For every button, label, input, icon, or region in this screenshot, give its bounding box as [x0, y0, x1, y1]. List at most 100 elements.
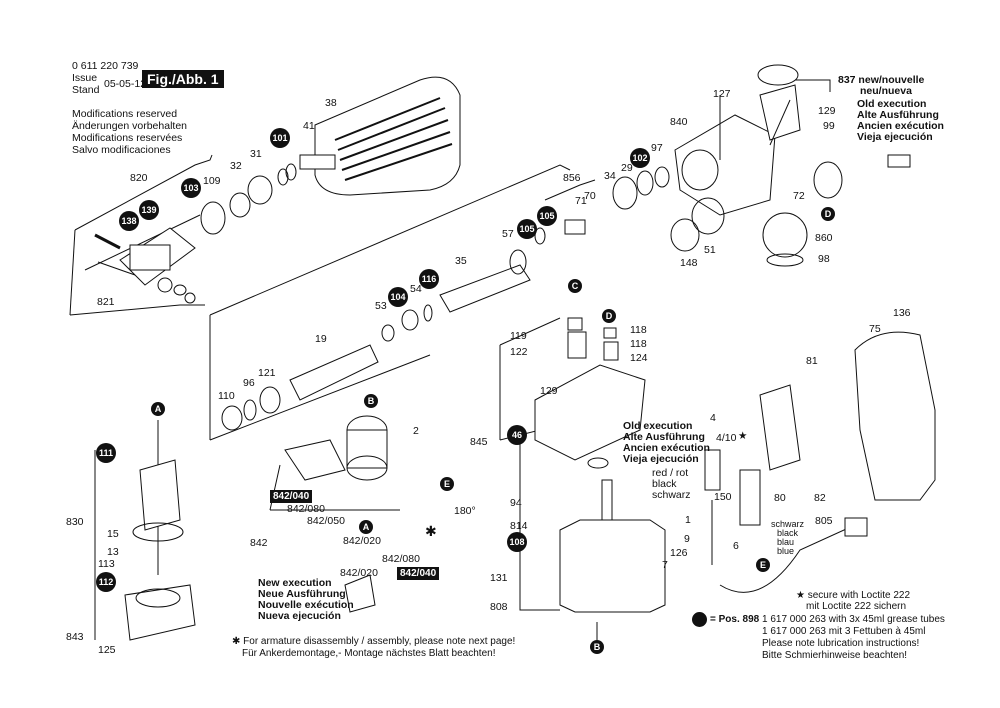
new-exec-de: Neue Ausführung [258, 588, 346, 600]
label-820: 820 [130, 172, 148, 184]
label-113: 113 [98, 558, 115, 570]
star-mark: ★ [738, 430, 748, 442]
label-98: 98 [818, 253, 830, 265]
letter-marker-b-stator: B [364, 394, 378, 408]
callout-103: 103 [181, 178, 201, 198]
letter-marker-b-bottom: B [590, 640, 604, 654]
old-exec-mid-es: Vieja ejecución [623, 453, 699, 465]
old-exec-es: Vieja ejecución [857, 131, 933, 143]
label-4: 4 [710, 412, 716, 424]
callout-101: 101 [270, 128, 290, 148]
label-109: 109 [203, 175, 221, 187]
label-80: 80 [774, 492, 786, 504]
grease-pos-label: = Pos. 898 [710, 614, 760, 625]
callout-108: 108 [507, 532, 527, 552]
label-94: 94 [510, 497, 522, 509]
label-127: 127 [713, 88, 731, 100]
boxed-842-040-right: 842/040 [397, 567, 440, 580]
label-53: 53 [375, 300, 387, 312]
wire-right-schwarz: schwarz [771, 519, 805, 529]
label-31: 31 [250, 148, 262, 160]
label-54: 54 [410, 283, 422, 295]
label-830: 830 [66, 516, 84, 528]
letter-marker-d-right: D [821, 207, 835, 221]
mod-line-de: Änderungen vorbehalten [72, 120, 188, 132]
label-9: 9 [684, 533, 690, 545]
label-118-b: 118 [630, 338, 647, 350]
label-118-a: 118 [630, 324, 647, 336]
label-51: 51 [704, 244, 716, 256]
wire-right-blau: blau [777, 537, 795, 547]
label-842-050: 842/050 [307, 515, 345, 527]
label-180-deg: 180° [454, 505, 476, 517]
armature-note-en: ✱ For armature disassembly / assembly, p… [232, 636, 516, 647]
armature-note-de: Für Ankerdemontage,- Montage nächstes Bl… [242, 648, 496, 659]
label-110: 110 [218, 390, 235, 402]
label-129-mid: 129 [540, 385, 558, 397]
label-1: 1 [685, 514, 691, 526]
wire-red: red / rot [652, 467, 689, 479]
label-6: 6 [733, 540, 739, 552]
label-72: 72 [793, 190, 805, 202]
label-148: 148 [680, 257, 698, 269]
label-57: 57 [502, 228, 514, 240]
asterisk-mark: ✱ [425, 523, 437, 539]
label-121: 121 [258, 367, 276, 379]
label-129-top: 129 [818, 105, 836, 117]
label-29: 29 [621, 162, 633, 174]
callout-46: 46 [507, 425, 527, 445]
label-70: 70 [584, 190, 596, 202]
label-99: 99 [823, 120, 835, 132]
label-82: 82 [814, 492, 826, 504]
new-version-line2: neu/nueva [860, 85, 912, 97]
new-exec-en: New execution [258, 577, 332, 589]
label-842: 842 [250, 537, 268, 549]
label-131: 131 [490, 572, 508, 584]
label-19: 19 [315, 333, 327, 345]
label-840: 840 [670, 116, 688, 128]
label-38: 38 [325, 97, 337, 109]
label-96: 96 [243, 377, 255, 389]
label-97: 97 [651, 142, 663, 154]
letter-marker-a-top: A [151, 402, 165, 416]
label-75: 75 [869, 323, 881, 335]
figure-label: Fig./Abb. 1 [142, 70, 224, 88]
letter-marker-c: C [568, 279, 582, 293]
label-842-080: 842/080 [287, 503, 325, 515]
loctite-note-en: ★ secure with Loctite 222 [796, 590, 911, 601]
loctite-note-de: mit Loctite 222 sichern [806, 601, 907, 612]
label-119: 119 [510, 330, 527, 342]
old-exec-de: Alte Ausführung [857, 109, 939, 121]
callout-112: 112 [96, 572, 116, 592]
letter-marker-e: E [440, 477, 454, 491]
old-exec-en: Old execution [857, 98, 927, 110]
label-126: 126 [670, 547, 688, 559]
issue-date: 05-05-12 [104, 78, 147, 90]
label-842-080-b: 842/080 [382, 553, 420, 565]
mod-line-fr: Modifications reservées [72, 132, 183, 144]
label-856: 856 [563, 172, 581, 184]
modifications-note: Modifications reserved Änderungen vorbeh… [72, 108, 187, 156]
callout-139: 139 [139, 200, 159, 220]
callout-104: 104 [388, 287, 408, 307]
wire-black: black [652, 478, 677, 490]
label-32: 32 [230, 160, 242, 172]
callout-138: 138 [119, 211, 139, 231]
callout-102: 102 [630, 148, 650, 168]
label-124: 124 [630, 352, 648, 364]
label-805: 805 [815, 515, 833, 527]
grease-line-3: Please note lubrication instructions! [762, 638, 920, 649]
label-122: 122 [510, 346, 528, 358]
callout-116: 116 [419, 269, 439, 289]
label-860: 860 [815, 232, 833, 244]
label-15: 15 [107, 528, 119, 540]
wire-schwarz: schwarz [652, 489, 691, 501]
mod-line-en: Modifications reserved [72, 108, 178, 120]
grease-line-2: 1 617 000 263 mit 3 Fettuben à 45ml [762, 626, 926, 637]
label-125: 125 [98, 644, 116, 656]
boxed-842-040-left: 842/040 [270, 490, 313, 503]
new-version-line1: 837 new/nouvelle [838, 74, 925, 86]
issue-label: Issue [72, 72, 98, 84]
letter-marker-e-right: E [756, 558, 770, 572]
